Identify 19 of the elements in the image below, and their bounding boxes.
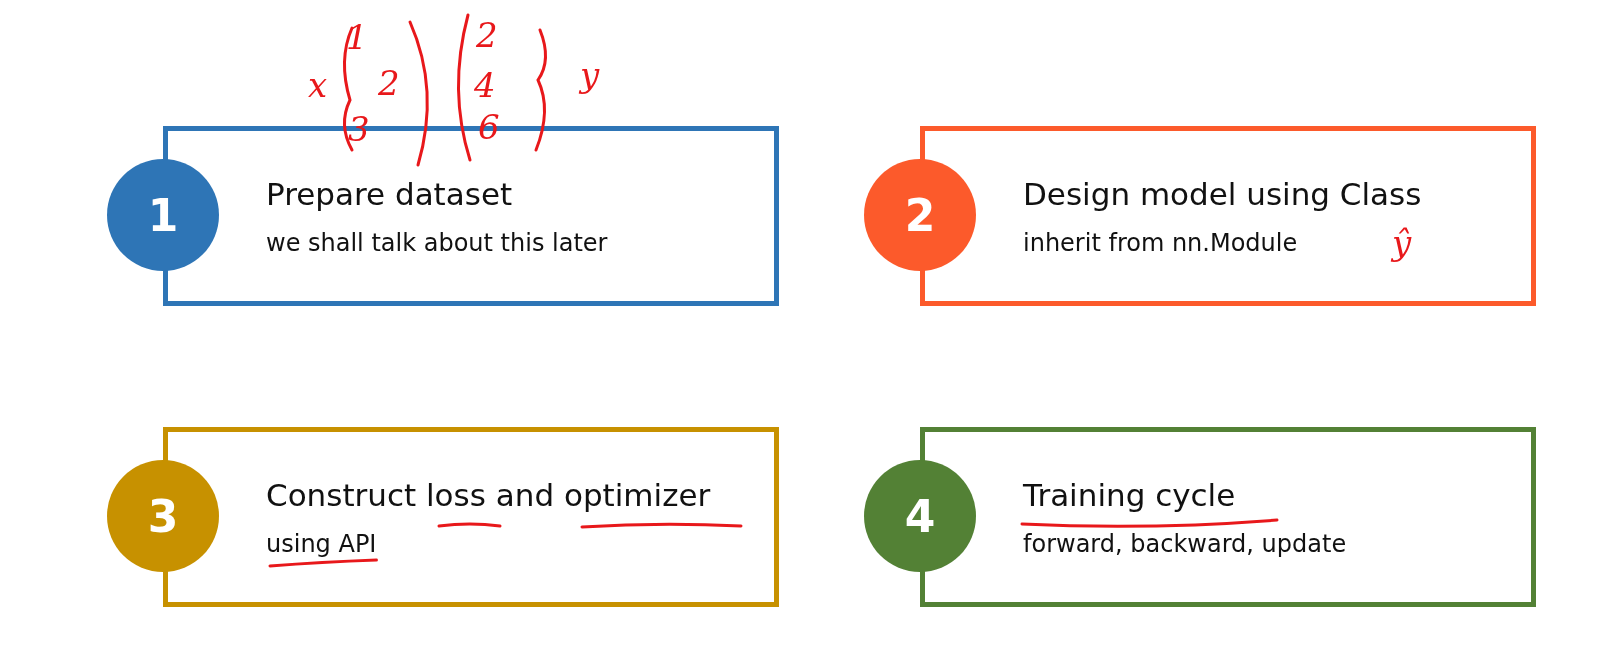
step-title: Prepare dataset <box>266 176 513 212</box>
step-description: inherit from nn.Module <box>1023 229 1298 257</box>
step-description: forward, backward, update <box>1023 530 1347 558</box>
handwritten-note: 4 <box>474 68 496 102</box>
step-title: Design model using Class <box>1023 176 1422 212</box>
step-description: using API <box>266 530 377 558</box>
number-badge: 4 <box>864 460 976 572</box>
number-badge: 1 <box>107 159 219 271</box>
handwritten-note: x <box>308 68 328 102</box>
handwritten-note: 2 <box>378 66 400 100</box>
number-badge: 2 <box>864 159 976 271</box>
number-badge: 3 <box>107 460 219 572</box>
step-description: we shall talk about this later <box>266 229 608 257</box>
handwritten-note: ŷ <box>1392 226 1412 260</box>
step-title: Construct loss and optimizer <box>266 477 711 513</box>
handwritten-note: 1 <box>346 20 368 54</box>
handwritten-note: y <box>580 58 600 92</box>
handwritten-note: 2 <box>476 18 498 52</box>
step-title: Training cycle <box>1023 477 1236 513</box>
